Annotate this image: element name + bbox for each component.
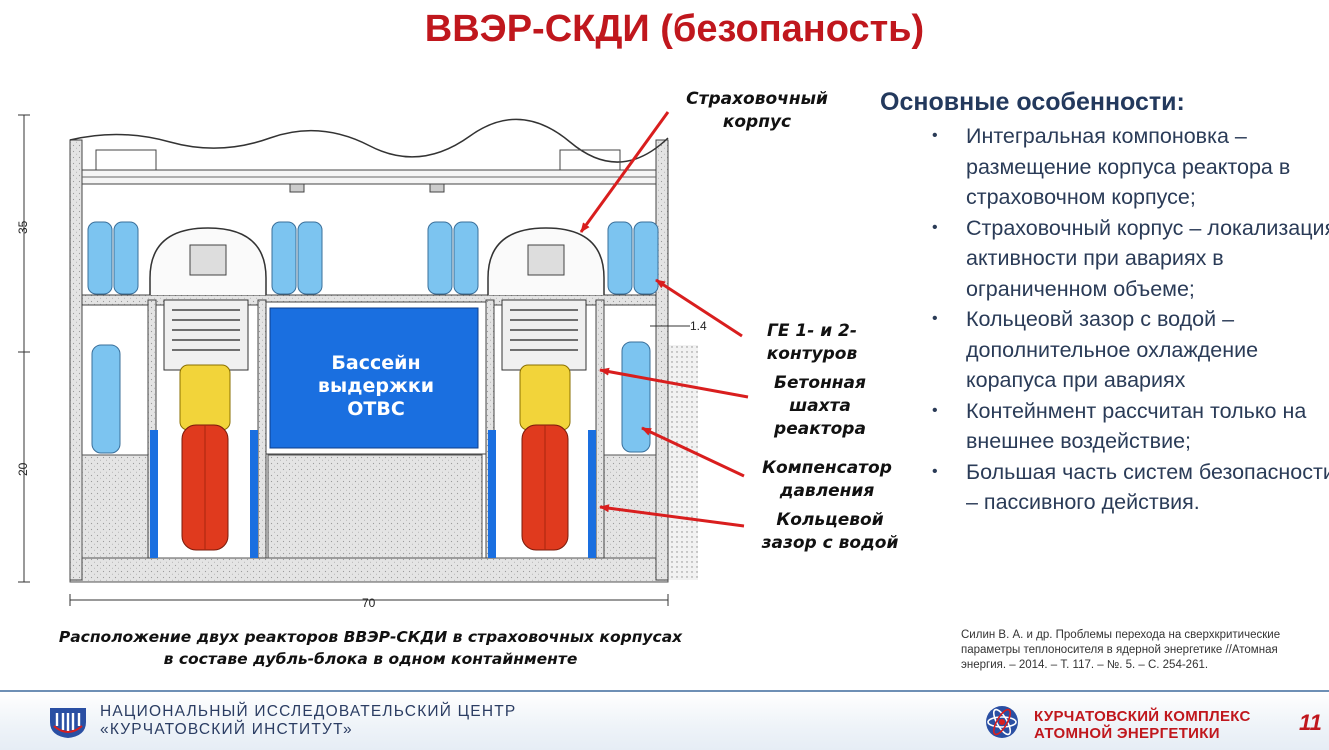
feature-item: • Интегральная компоновка – размещение ко… xyxy=(880,121,1329,213)
features-panel: Основные особенности: • Интегральная комп… xyxy=(880,88,1329,518)
diagram-caption: Расположение двух реакторов ВВЭР-СКДИ в … xyxy=(18,626,723,670)
feature-text: Интегральная компоновка – размещение кор… xyxy=(966,124,1291,209)
footer-complex: КУРЧАТОВСКИЙ КОМПЛЕКС АТОМНОЙ ЭНЕРГЕТИКИ xyxy=(1034,708,1251,742)
callout-line: Кольцевой xyxy=(776,510,884,530)
feature-text: Большая часть систем безопасности – пасс… xyxy=(966,459,1329,515)
foundation-slab xyxy=(69,557,669,583)
dimension-height-lower: 20 xyxy=(16,462,30,476)
footer-complex-line: АТОМНОЙ ЭНЕРГЕТИКИ xyxy=(1034,725,1220,742)
feature-item: • Контейнмент рассчитан только на внешнее… xyxy=(880,396,1329,457)
callout-line: давления xyxy=(779,481,875,501)
feature-text: Контейнмент рассчитан только на внешнее … xyxy=(966,398,1307,454)
callout-arrows xyxy=(579,111,749,528)
arrow-shaft xyxy=(599,367,749,399)
pool-label-line: ОТВС xyxy=(347,398,405,420)
lower-tank-left xyxy=(91,344,121,454)
bullet-icon: • xyxy=(932,127,938,144)
pool-label-line: выдержки xyxy=(317,375,435,397)
slide-title: ВВЭР-СКДИ (безопаность) xyxy=(424,8,925,50)
feature-text: Кольцеовй зазор с водой – дополнительное… xyxy=(966,307,1259,392)
upper-tanks xyxy=(87,221,659,295)
callout-line: корпус xyxy=(722,112,792,132)
reactor-layout-diagram xyxy=(18,111,749,606)
feature-item: • Кольцеовй зазор с водой – дополнительно… xyxy=(880,304,1329,396)
callout-shaft: Бетонная шахта реактора xyxy=(760,372,880,441)
callout-line: зазор с водой xyxy=(761,533,899,553)
feature-text: Страховочный корпус – локализация активн… xyxy=(966,215,1329,301)
ground-right xyxy=(668,345,698,580)
pool-label: Бассейн выдержки ОТВС xyxy=(272,352,480,421)
dimension-lines xyxy=(18,114,690,606)
caption-line: Расположение двух реакторов ВВЭР-СКДИ в … xyxy=(58,628,683,646)
bullet-icon: • xyxy=(932,401,938,419)
reference-text: Силин В. А. и др. Проблемы перехода на с… xyxy=(961,629,1281,671)
arrow-pressurizer xyxy=(641,426,745,478)
arrow-containment xyxy=(579,111,670,233)
right-wall xyxy=(655,139,669,581)
callout-line: реактора xyxy=(774,419,866,439)
bullet-icon: • xyxy=(932,462,938,480)
callout-pressurizer: Компенсатор давления xyxy=(752,457,902,503)
callout-steam-gen: ГЕ 1- и 2- контуров xyxy=(752,320,872,366)
spent-fuel-pool xyxy=(269,307,479,449)
callout-gap: Кольцевой зазор с водой xyxy=(752,509,908,555)
callout-containment: Страховочный корпус xyxy=(670,88,844,134)
roof-line xyxy=(69,118,669,163)
footer-institution-line: НАЦИОНАЛЬНЫЙ ИССЛЕДОВАТЕЛЬСКИЙ ЦЕНТР xyxy=(100,703,517,720)
features-title: Основные особенности: xyxy=(880,88,1185,116)
caption-line: в составе дубль-блока в одном контайнмен… xyxy=(163,650,578,668)
left-wall xyxy=(69,139,83,581)
features-list: • Интегральная компоновка – размещение ко… xyxy=(880,121,1329,518)
lower-tank-right xyxy=(621,341,651,453)
arrow-steam-gen xyxy=(655,278,743,338)
reactor-unit-left xyxy=(147,227,267,559)
pool-label-line: Бассейн xyxy=(331,352,421,374)
callout-line: контуров xyxy=(766,344,858,364)
dimension-height-upper: 35 xyxy=(16,220,30,234)
footer-complex-line: КУРЧАТОВСКИЙ КОМПЛЕКС xyxy=(1034,708,1251,725)
callout-line: ГЕ 1- и 2- xyxy=(767,321,857,341)
footer-institution: НАЦИОНАЛЬНЫЙ ИССЛЕДОВАТЕЛЬСКИЙ ЦЕНТР «КУ… xyxy=(100,703,516,739)
bullet-icon: • xyxy=(932,218,938,236)
callout-line: шахта xyxy=(789,396,851,416)
feature-item: • Страховочный корпус – локализация актив… xyxy=(880,213,1329,305)
footer-bar xyxy=(0,690,1329,750)
dimension-gap: 1.4 xyxy=(690,319,707,333)
callout-line: Компенсатор xyxy=(762,458,892,478)
page-number: 11 xyxy=(1299,710,1322,735)
bullet-icon: • xyxy=(932,310,938,327)
callout-line: Бетонная xyxy=(774,373,866,393)
feature-item: • Большая часть систем безопасности – пас… xyxy=(880,457,1329,518)
arrow-gap xyxy=(599,504,745,528)
callout-line: Страховочный xyxy=(686,89,828,109)
dimension-width: 70 xyxy=(362,596,376,610)
reactor-unit-right xyxy=(485,227,605,559)
kurchatov-institute-logo-icon xyxy=(50,708,86,738)
footer-institution-line: «КУРЧАТОВСКИЙ ИНСТИТУТ» xyxy=(100,721,353,738)
atom-logo-icon xyxy=(986,706,1018,738)
